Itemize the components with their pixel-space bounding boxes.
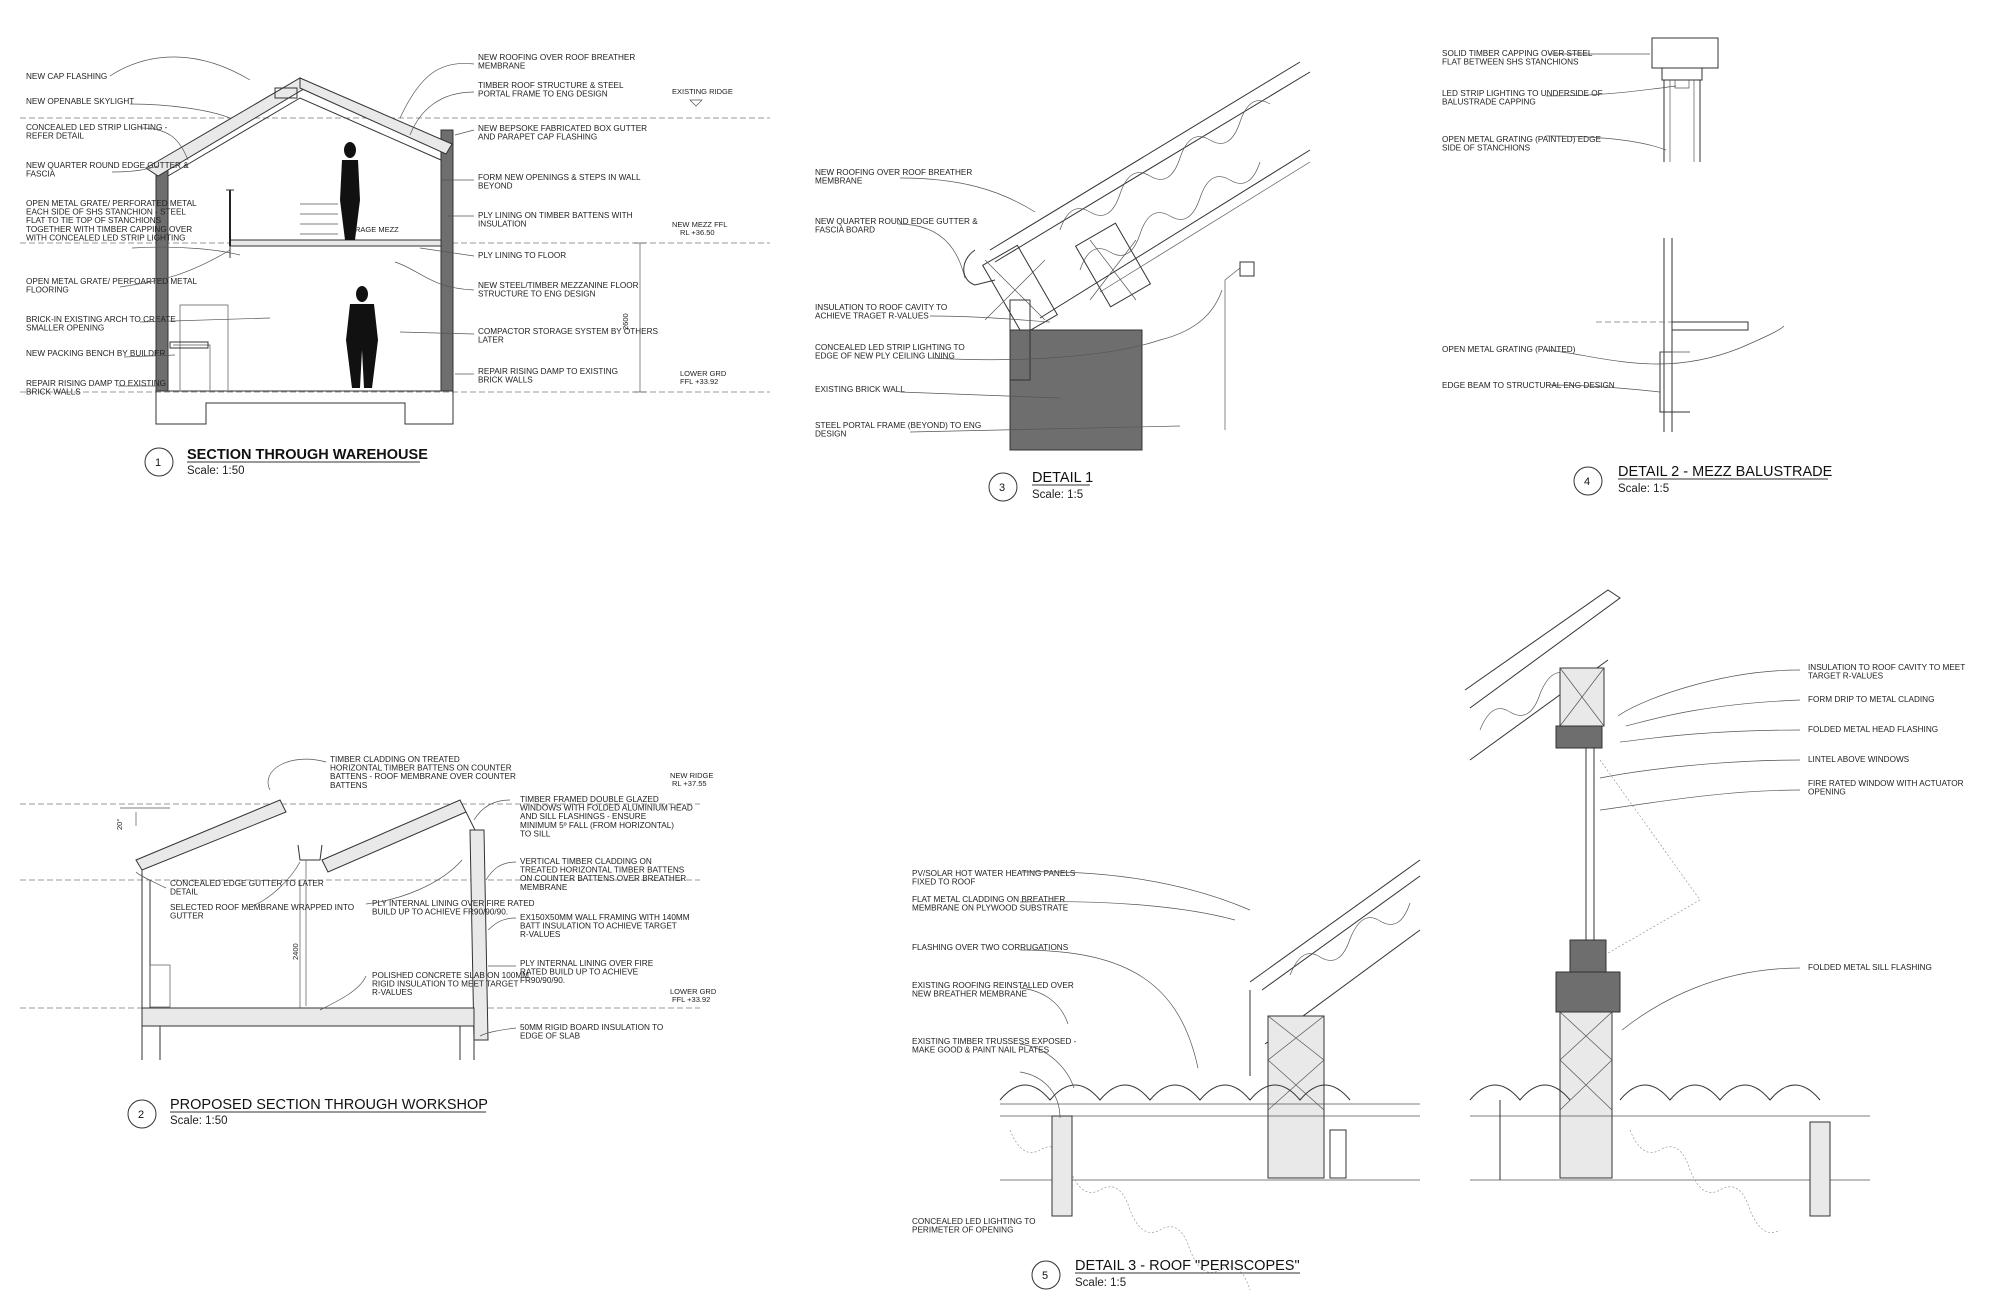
detail3-right-note-3: FOLDED METAL HEAD FLASHING bbox=[1808, 725, 1938, 734]
warehouse-right-note-6: PLY LINING TO FLOOR bbox=[478, 251, 566, 260]
detail3-right-note-2: FORM DRIP TO METAL CLADING bbox=[1808, 695, 1934, 704]
level-existing-ridge: EXISTING RIDGE bbox=[672, 87, 733, 96]
view-number-3: 3 bbox=[999, 482, 1005, 494]
section-warehouse: 2600 EXISTING RIDGE NEW MEZZ FFL RL +36.… bbox=[20, 53, 770, 477]
level-lower-grd2-rl: FFL +33.92 bbox=[672, 995, 710, 1004]
detail1-note-2: NEW QUARTER ROUND EDGE GUTTER &FASCIA BO… bbox=[815, 217, 978, 235]
person-figure-lower bbox=[346, 286, 378, 388]
view-scale-5: Scale: 1:5 bbox=[1075, 1277, 1126, 1289]
person-figure-upper bbox=[340, 142, 360, 240]
view-title-3: DETAIL 1 bbox=[1032, 470, 1093, 486]
view-number-4: 4 bbox=[1584, 476, 1590, 488]
view-title-4: DETAIL 2 - MEZZ BALUSTRADE bbox=[1618, 464, 1833, 480]
level-new-mezz-name: NEW MEZZ FFL bbox=[672, 220, 727, 229]
roof-angle: 20° bbox=[115, 819, 124, 830]
view-scale-3: Scale: 1:5 bbox=[1032, 489, 1083, 501]
warehouse-left-note-8: NEW PACKING BENCH BY BUILDER bbox=[26, 349, 165, 358]
view-title-5: DETAIL 3 - ROOF "PERISCOPES" bbox=[1075, 1258, 1300, 1274]
level-lower-grd2-name: LOWER GRD bbox=[670, 987, 717, 996]
dimension-2400: 2400 bbox=[291, 943, 300, 960]
level-new-mezz-rl: RL +36.50 bbox=[680, 228, 715, 237]
detail2-note-4: OPEN METAL GRATING (PAINTED) bbox=[1442, 345, 1576, 354]
detail3-left-note-3: FLASHING OVER TWO CORRUGATIONS bbox=[912, 943, 1069, 952]
detail2-note-5: EDGE BEAM TO STRUCTURAL ENG DESIGN bbox=[1442, 381, 1615, 390]
level-new-ridge-name: NEW RIDGE bbox=[670, 771, 713, 780]
view-scale-2: Scale: 1:50 bbox=[170, 1115, 228, 1127]
warehouse-left-note-4: NEW QUARTER ROUND EDGE GUTTER &FASCIA bbox=[26, 161, 189, 179]
view-number-1: 1 bbox=[155, 457, 161, 469]
detail3-left-note-5: EXISTING TIMBER TRUSSESS EXPOSED -MAKE G… bbox=[912, 1037, 1077, 1055]
view-scale-4: Scale: 1:5 bbox=[1618, 483, 1669, 495]
view-title-2: PROPOSED SECTION THROUGH WORKSHOP bbox=[170, 1097, 488, 1113]
section-workshop: 20° 2400 NEW RIDGE RL +37.55 LOWER GRD F… bbox=[20, 755, 717, 1129]
detail3-right-note-4: LINTEL ABOVE WINDOWS bbox=[1808, 755, 1910, 764]
view-scale-1: Scale: 1:50 bbox=[187, 465, 245, 477]
detail1-note-5: EXISTING BRICK WALL bbox=[815, 385, 905, 394]
warehouse-left-note-2: NEW OPENABLE SKYLIGHT bbox=[26, 97, 134, 106]
warehouse-left-note-1: NEW CAP FLASHING bbox=[26, 72, 107, 81]
room-label: RAGE MEZZ bbox=[355, 225, 399, 234]
detail3-right-note-6: FOLDED METAL SILL FLASHING bbox=[1808, 963, 1932, 972]
view-number-2: 2 bbox=[138, 1109, 144, 1121]
level-new-ridge-rl: RL +37.55 bbox=[672, 779, 707, 788]
view-number-5: 5 bbox=[1042, 1270, 1048, 1282]
level-lower-grd-name: LOWER GRD bbox=[680, 369, 727, 378]
level-lower-grd-rl: FFL +33.92 bbox=[680, 377, 718, 386]
view-title-1: SECTION THROUGH WAREHOUSE bbox=[187, 447, 428, 463]
warehouse-left-note-3: CONCEALED LED STRIP LIGHTING -REFER DETA… bbox=[26, 123, 168, 141]
dimension-2600: 2600 bbox=[621, 313, 630, 330]
